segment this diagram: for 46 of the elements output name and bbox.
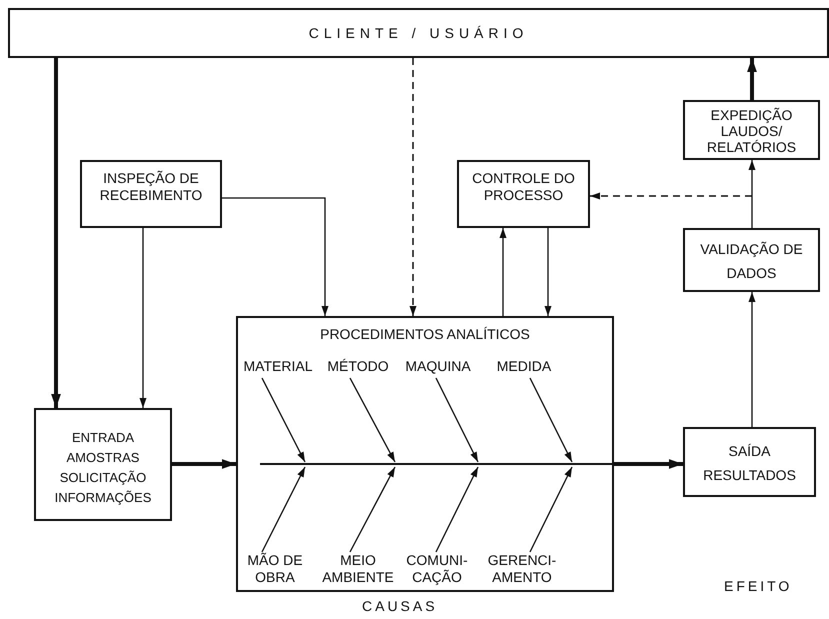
cause-label: MÃO DE OBRA [246,552,304,586]
cause-arrow [435,466,479,552]
cause-label: COMUNI- CAÇÃO [405,552,469,586]
node-label: PROCEDIMENTOS ANALÍTICOS [319,326,531,343]
arrow [410,58,416,316]
cause-arrow [529,466,573,552]
node-label: VALIDAÇÃO DE DADOS [699,240,804,283]
cause-arrow [349,466,396,552]
arrow [614,459,683,469]
arrow [747,58,757,100]
cause-arrow [349,378,396,462]
process-box [80,160,222,228]
section-label: EFEITO [724,578,792,594]
cause-label: MAQUINA [404,358,472,375]
cause-label: MEDIDA [496,358,552,375]
process-box [457,160,590,228]
process-box [683,100,820,160]
client-bar [8,8,829,58]
arrow [500,228,506,316]
arrow [222,197,328,316]
arrow [51,58,61,408]
process-box [683,228,820,292]
process-box [236,316,614,592]
cause-label: MATERIAL [242,358,314,375]
node-label: INSPEÇÃO DE RECEBIMENTO [98,170,204,204]
node-label: CLIENTE / USUÁRIO [308,25,530,42]
cause-label: GERENCI- AMENTO [486,552,558,586]
process-box [34,408,172,521]
cause-arrow [529,378,573,462]
node-label: CONTROLE DO PROCESSO [471,170,576,204]
cause-arrow [261,378,306,462]
arrow [140,228,146,408]
process-box [683,427,816,497]
arrow [172,459,236,469]
cause-label: MEIO AMBIENTE [321,552,395,586]
cause-arrow [261,466,306,552]
node-label: ENTRADA AMOSTRAS SOLICITAÇÃO INFORMAÇÕES [54,429,152,507]
section-label: CAUSAS [362,598,438,614]
arrow [590,192,752,200]
node-label: EXPEDIÇÃO LAUDOS/ RELATÓRIOS [706,107,798,155]
cause-label: MÉTODO [326,358,390,375]
arrow [748,292,756,427]
cause-arrow [435,378,479,462]
node-label: SAÍDA RESULTADOS [702,442,797,485]
arrow [544,228,552,316]
arrow [748,160,756,228]
